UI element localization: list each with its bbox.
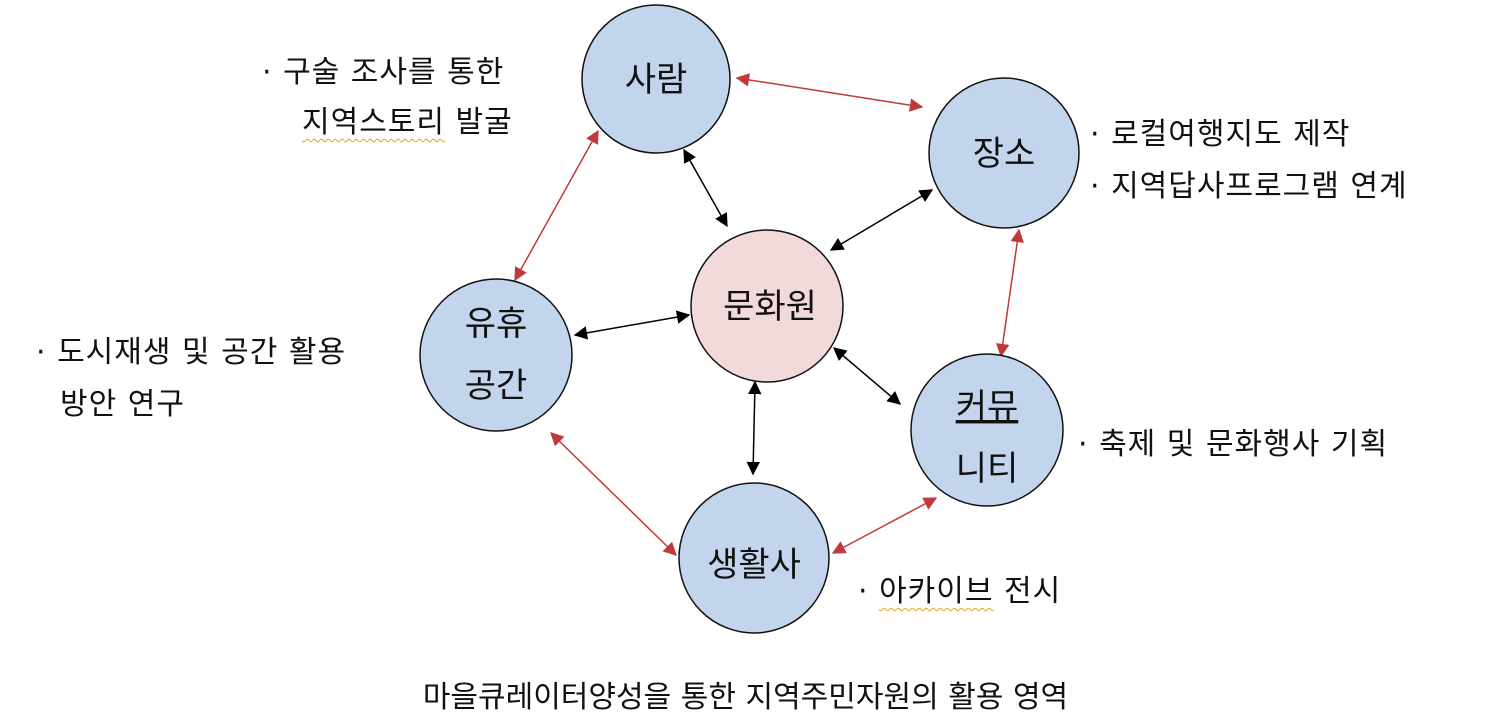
arrow-people-place xyxy=(735,73,924,112)
note-people-line2: 지역스토리 발굴 xyxy=(302,108,513,138)
node-idle-space-line2: 공간 xyxy=(465,366,528,406)
arrow-community-life-history xyxy=(831,497,938,554)
node-place-label: 장소 xyxy=(973,134,1036,174)
node-community: 커뮤 니티 xyxy=(910,353,1064,507)
arrow-center-place xyxy=(829,189,934,251)
arrow-center-community xyxy=(832,347,902,405)
node-life-history-label: 생활사 xyxy=(707,545,801,585)
note-place-line2: · 지역답사프로그램 연계 xyxy=(1090,169,1408,204)
note-life-line: · 아카이브 전시 xyxy=(858,577,1061,607)
node-life-history: 생활사 xyxy=(678,482,830,634)
note-life-tail: 전시 xyxy=(993,574,1062,609)
note-place-line1: · 로컬여행지도 제작 xyxy=(1090,117,1351,152)
arrow-center-life-history xyxy=(746,380,762,476)
note-idle-line1: · 도시재생 및 공간 활용 xyxy=(36,335,347,370)
note-people-line1: · 구술 조사를 통한 xyxy=(262,55,505,90)
arrow-center-idle-space xyxy=(573,310,691,340)
note-life-keyword: 아카이브 xyxy=(879,574,994,609)
note-people-keyword: 지역스토리 xyxy=(302,105,445,140)
figure-caption: 마을큐레이터양성을 통한 지역주민자원의 활용 영역 xyxy=(422,680,1069,715)
arrow-idle-space-life-history xyxy=(550,432,677,556)
node-community-line2: 니티 xyxy=(956,449,1019,489)
arrow-place-community xyxy=(996,228,1024,358)
note-people-tail: 발굴 xyxy=(445,105,513,140)
arrow-center-people xyxy=(683,148,728,228)
arrow-people-idle-space xyxy=(514,129,599,282)
node-idle-space-line1: 유휴 xyxy=(465,304,528,344)
node-place: 장소 xyxy=(928,77,1080,229)
node-idle-space: 유휴 공간 xyxy=(419,278,573,432)
node-community-line1: 커뮤 xyxy=(956,387,1019,427)
node-people: 사람 xyxy=(581,4,731,154)
note-community-line1: · 축제 및 문화행사 기획 xyxy=(1078,427,1389,462)
node-center: 문화원 xyxy=(690,229,844,383)
node-center-label: 문화원 xyxy=(723,287,817,327)
node-people-label: 사람 xyxy=(625,60,688,100)
note-idle-line2: 방안 연구 xyxy=(60,387,185,422)
note-life-prefix: · xyxy=(858,574,880,609)
